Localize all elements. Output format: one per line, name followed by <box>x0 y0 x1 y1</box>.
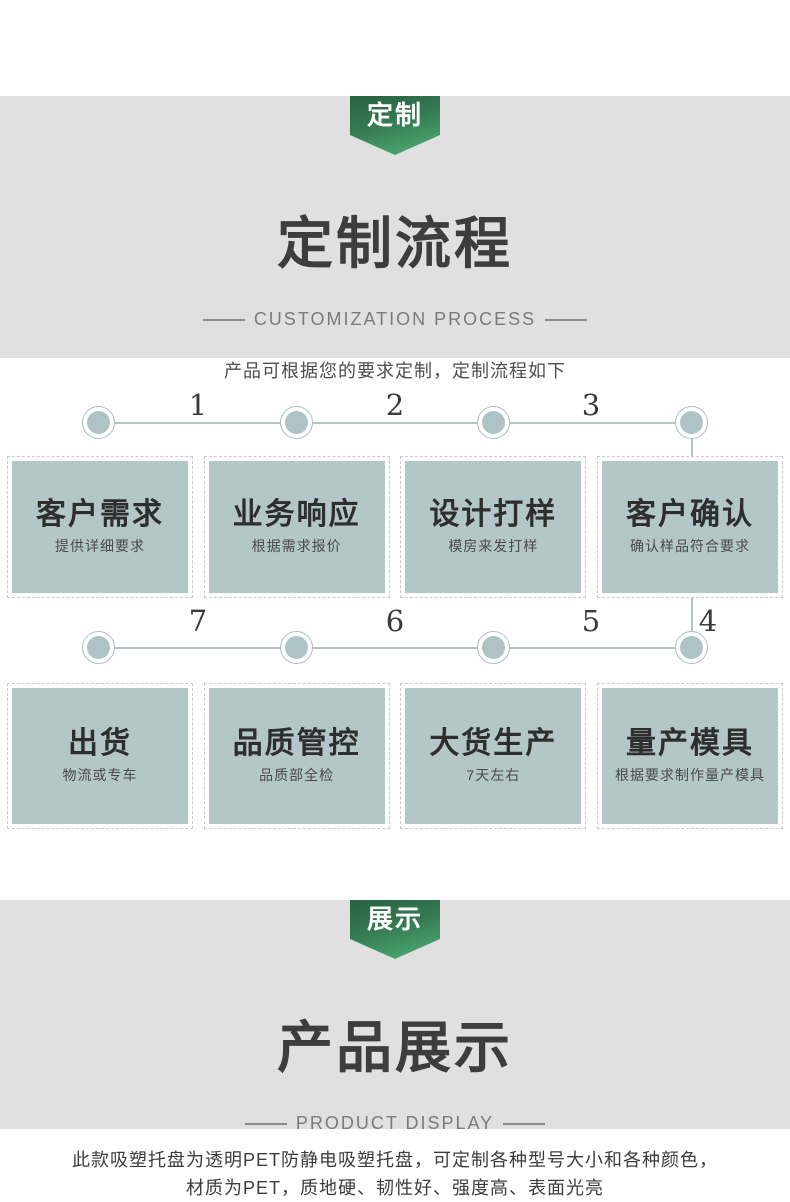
step-box-mass-production: 大货生产 7天左右 <box>400 683 587 829</box>
node-dot <box>482 636 505 659</box>
step-box-fill: 出货 物流或专车 <box>12 688 188 824</box>
step-number-3: 3 <box>581 388 601 422</box>
node-dot <box>285 411 308 434</box>
display-title: 产品展示 <box>277 1015 513 1079</box>
left-dash-line <box>202 318 245 321</box>
step-title: 量产模具 <box>625 727 754 760</box>
step-box-business-response: 业务响应 根据需求报价 <box>203 456 390 598</box>
customization-subtitle-en: CUSTOMIZATION PROCESS <box>253 309 537 330</box>
step-box-fill: 客户需求 提供详细要求 <box>12 461 188 593</box>
step-title: 品质管控 <box>232 727 361 760</box>
step-box-design-sampling: 设计打样 模房来发打样 <box>400 456 587 598</box>
step-box-fill: 业务响应 根据需求报价 <box>208 461 385 593</box>
product-display-section: 展示 产品展示 PRODUCT DISPLAY 此款吸塑托盘为透明PET防静电吸… <box>0 900 790 1198</box>
node-dot <box>482 411 505 434</box>
customization-section: 定制 定制流程 CUSTOMIZATION PROCESS 产品可根据您的要求定… <box>0 96 790 381</box>
step-number-5: 5 <box>581 604 601 638</box>
step-desc: 品质部全检 <box>259 767 335 783</box>
timeline-node <box>82 631 115 664</box>
ribbon-label: 展示 <box>366 904 423 934</box>
node-dot <box>680 636 703 659</box>
connector-line-row2 <box>99 647 692 649</box>
timeline-node <box>675 406 708 439</box>
timeline-node <box>82 406 115 439</box>
display-description-line1: 此款吸塑托盘为透明PET防静电吸塑托盘，可定制各种型号大小和各种颜色， <box>71 1150 718 1171</box>
display-subtitle-row: PRODUCT DISPLAY <box>0 1113 790 1134</box>
timeline-node <box>675 631 708 664</box>
step-title: 设计打样 <box>429 498 558 531</box>
connector-line-row1 <box>99 422 692 424</box>
customization-subtitle-row: CUSTOMIZATION PROCESS <box>0 309 790 330</box>
flow-row-2: 出货 物流或专车 品质管控 品质部全检 大货生产 7天左右 量产模具 根据要求制… <box>7 683 783 829</box>
step-desc: 提供详细要求 <box>55 538 145 554</box>
flow-row-1: 客户需求 提供详细要求 业务响应 根据需求报价 设计打样 模房来发打样 客户确认… <box>7 456 783 598</box>
timeline-node <box>477 631 510 664</box>
node-dot <box>285 636 308 659</box>
right-dash-line <box>503 1122 546 1125</box>
display-description: 此款吸塑托盘为透明PET防静电吸塑托盘，可定制各种型号大小和各种颜色， 材质为P… <box>0 1146 790 1202</box>
node-dot <box>87 636 110 659</box>
step-box-production-mold: 量产模具 根据要求制作量产模具 <box>596 683 783 829</box>
step-box-customer-confirm: 客户确认 确认样品符合要求 <box>596 456 783 598</box>
step-desc: 根据需求报价 <box>251 538 342 554</box>
step-box-fill: 量产模具 根据要求制作量产模具 <box>601 688 778 824</box>
step-title: 客户确认 <box>625 498 754 531</box>
step-box-quality-control: 品质管控 品质部全检 <box>203 683 390 829</box>
step-number-6: 6 <box>385 604 405 638</box>
step-title: 客户需求 <box>36 498 164 531</box>
step-desc: 根据要求制作量产模具 <box>614 767 765 783</box>
timeline-node <box>280 631 313 664</box>
step-title: 大货生产 <box>429 727 558 760</box>
step-box-fill: 大货生产 7天左右 <box>405 688 582 824</box>
step-box-fill: 设计打样 模房来发打样 <box>405 461 582 593</box>
ribbon-label: 定制 <box>366 100 423 130</box>
node-dot <box>680 411 703 434</box>
step-desc: 模房来发打样 <box>448 538 539 554</box>
display-subtitle-en: PRODUCT DISPLAY <box>295 1113 495 1134</box>
step-number-1: 1 <box>188 388 208 422</box>
step-desc: 确认样品符合要求 <box>629 538 750 554</box>
right-dash-line <box>545 318 588 321</box>
step-number-2: 2 <box>385 388 405 422</box>
step-desc: 物流或专车 <box>62 767 138 783</box>
step-box-customer-demand: 客户需求 提供详细要求 <box>7 456 193 598</box>
process-flow-diagram: 1 2 3 7 6 5 4 客户需求 提供详细要求 业务响应 根据需求报价 设计… <box>0 358 790 900</box>
customization-title: 定制流程 <box>277 211 513 275</box>
left-dash-line <box>244 1122 287 1125</box>
timeline-node <box>477 406 510 439</box>
node-dot <box>87 411 110 434</box>
step-box-fill: 客户确认 确认样品符合要求 <box>601 461 778 593</box>
step-title: 业务响应 <box>232 498 361 531</box>
step-box-shipment: 出货 物流或专车 <box>7 683 193 829</box>
timeline-node <box>280 406 313 439</box>
step-number-4: 4 <box>698 604 718 638</box>
step-desc: 7天左右 <box>466 767 521 783</box>
step-number-7: 7 <box>188 604 208 638</box>
step-title: 出货 <box>68 727 132 760</box>
customization-description: 产品可根据您的要求定制，定制流程如下 <box>224 361 566 382</box>
step-box-fill: 品质管控 品质部全检 <box>208 688 385 824</box>
display-description-line2: 材质为PET，质地硬、韧性好、强度高、表面光亮 <box>185 1178 604 1199</box>
